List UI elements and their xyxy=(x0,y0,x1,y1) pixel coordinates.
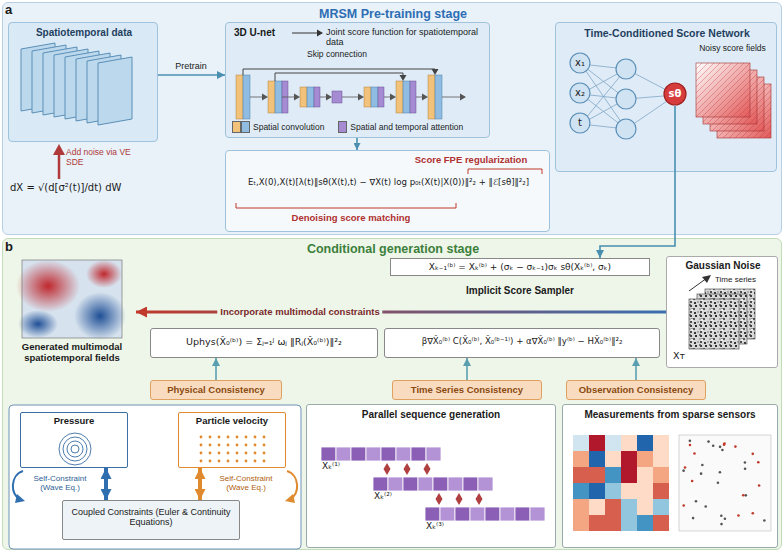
annotation: Add noise via VE SDE xyxy=(66,148,146,168)
flow-arrow xyxy=(356,138,358,150)
node-text: Implicit Score Sampler xyxy=(450,285,590,297)
node-title: Time Series Consistency xyxy=(393,385,541,396)
field-box: Pressure xyxy=(20,412,128,468)
node-title: Spatiotemporal data xyxy=(9,27,159,39)
stage-panel: MRSM Pre-training stageSpatiotemporal da… xyxy=(2,2,782,235)
noise-box: Gaussian NoiseTime seriesXᴛ xyxy=(666,256,778,368)
legend-item: Spatial and temporal attention xyxy=(338,121,463,133)
node-title: x₁ xyxy=(569,57,591,69)
legend-swatch xyxy=(338,121,347,133)
node-title: Observation Consistency xyxy=(567,385,705,396)
annotation: Xₖ⁽²⁾ xyxy=(374,491,408,501)
formula-box: β∇X̂₀⁽ᵇ⁾ C(X̂₀⁽ᵇ⁾, X̂₀⁽ᵇ⁻¹⁾) + α∇X̂₀⁽ᵇ⁾ … xyxy=(384,328,660,358)
flow-arrow xyxy=(215,358,217,380)
legend-text: Spatial and temporal attention xyxy=(350,122,463,132)
node-title: Coupled Constraints (Euler & Continuity … xyxy=(67,507,235,528)
legend-item: Spatial convolution xyxy=(232,121,324,133)
output-neuron: sθ xyxy=(663,82,687,106)
node-title: x₂ xyxy=(569,87,591,99)
annotation: Self-Constraint (Wave Eq.) xyxy=(210,474,282,492)
consistency-tag: Physical Consistency xyxy=(150,380,282,400)
consistency-tag: Observation Consistency xyxy=(566,380,706,400)
flow-arrow xyxy=(198,468,202,500)
legend: Spatial convolution Spatial and temporal … xyxy=(232,121,463,133)
input-neuron: x₂ xyxy=(569,82,591,104)
flow-arrow xyxy=(635,358,637,380)
panel-letter: a xyxy=(5,3,19,18)
node-illustration xyxy=(563,405,779,549)
node-title: Time-Conditioned Score Network xyxy=(556,27,778,39)
annotation: Xₖ⁽³⁾ xyxy=(426,521,460,531)
node-title: Generated multimodal spatiotemporal fiel… xyxy=(8,342,136,364)
flow-arrow xyxy=(104,468,108,500)
edge-label: Incorporate multimodal constraints xyxy=(217,307,382,318)
consistency-tag: Time Series Consistency xyxy=(392,380,542,400)
node-title: MRSM Pre-training stage xyxy=(233,7,553,21)
stage-panel: Conditional generation stageXₖ₋₁⁽ᵇ⁾ = Xₖ… xyxy=(2,238,782,550)
node-title: Pressure xyxy=(21,416,127,427)
node-title: Score FPE regularization xyxy=(396,155,546,166)
node-text: Xᴛ xyxy=(673,351,703,362)
node-title: Particle velocity xyxy=(179,416,285,427)
loss-box: Score FPE regularizationEₜ,X(0),X(t)[λ(t… xyxy=(225,150,550,232)
node-title: Gaussian Noise xyxy=(667,260,779,272)
node-title: Uphys(X̂₀⁽ᵇ⁾) = Σⱼ₌₁ᴶ ωⱼ ‖Rⱼ(X̂₀⁽ᵇ⁾)‖²₂ xyxy=(151,337,377,348)
edge-label: Pretrain xyxy=(173,61,209,71)
node-illustration xyxy=(226,23,491,139)
node-title: sθ xyxy=(663,88,687,100)
input-neuron: x₁ xyxy=(569,52,591,74)
sampler-block: Xₖ₋₁⁽ᵇ⁾ = Xₖ⁽ᵇ⁾ + (σₖ − σₖ₋₁)σₖ sθ(Xₖ⁽ᵇ⁾… xyxy=(390,258,650,304)
annotation: Noisy score fields xyxy=(690,44,775,54)
formula-box: Uphys(X̂₀⁽ᵇ⁾) = Σⱼ₌₁ᴶ ωⱼ ‖Rⱼ(X̂₀⁽ᵇ⁾)‖²₂ xyxy=(150,328,378,358)
output-field: Generated multimodal spatiotemporal fiel… xyxy=(8,258,136,376)
flow-arrow xyxy=(600,106,675,258)
annotation: Self-Constraint (Wave Eq.) xyxy=(24,474,96,492)
node-text: Eₜ,X(0),X(t)[λ(t)‖sθ(X(t),t) − ∇X(t) log… xyxy=(230,178,547,188)
node-title: Parallel sequence generation xyxy=(307,409,555,421)
annotation: Xₖ⁽¹⁾ xyxy=(322,461,356,471)
network-box: 3D U-net Joint score function for spatiot… xyxy=(225,22,490,138)
node-text: Time series xyxy=(715,275,777,284)
node-title: Xₖ₋₁⁽ᵇ⁾ = Xₖ⁽ᵇ⁾ + (σₖ − σₖ₋₁)σₖ sθ(Xₖ⁽ᵇ⁾… xyxy=(390,258,650,276)
legend-text: Spatial convolution xyxy=(253,122,324,132)
node-text: Denoising score matching xyxy=(246,213,456,224)
field-box: Particle velocity xyxy=(178,412,286,468)
node-title: t xyxy=(569,117,591,129)
node-text: Skip connection xyxy=(282,50,392,60)
node-title: Physical Consistency xyxy=(151,385,281,396)
node-text: Joint score function for spatiotemporal … xyxy=(326,27,486,48)
node-illustration xyxy=(9,23,159,143)
flow-arrow xyxy=(158,74,225,76)
data-box: Spatiotemporal data xyxy=(8,22,158,142)
node-title: 3D U-net xyxy=(234,27,294,39)
constraint-box: Coupled Constraints (Euler & Continuity … xyxy=(62,500,240,540)
input-neuron: t xyxy=(569,112,591,134)
sensor-box: Measurements from sparse sensors xyxy=(562,404,778,548)
panel-letter: b xyxy=(5,240,19,255)
legend-swatch-extra xyxy=(241,121,250,133)
flow-arrow xyxy=(466,358,468,380)
node-title: Measurements from sparse sensors xyxy=(563,409,777,421)
node-title: Conditional generation stage xyxy=(233,242,553,256)
annotation: dX = √(d[σ²(t)]/dt) dW xyxy=(10,182,210,194)
node-title: β∇X̂₀⁽ᵇ⁾ C(X̂₀⁽ᵇ⁾, X̂₀⁽ᵇ⁻¹⁾) + α∇X̂₀⁽ᵇ⁾ … xyxy=(385,337,659,347)
flow-arrow xyxy=(136,311,666,314)
legend-swatch xyxy=(232,121,241,133)
